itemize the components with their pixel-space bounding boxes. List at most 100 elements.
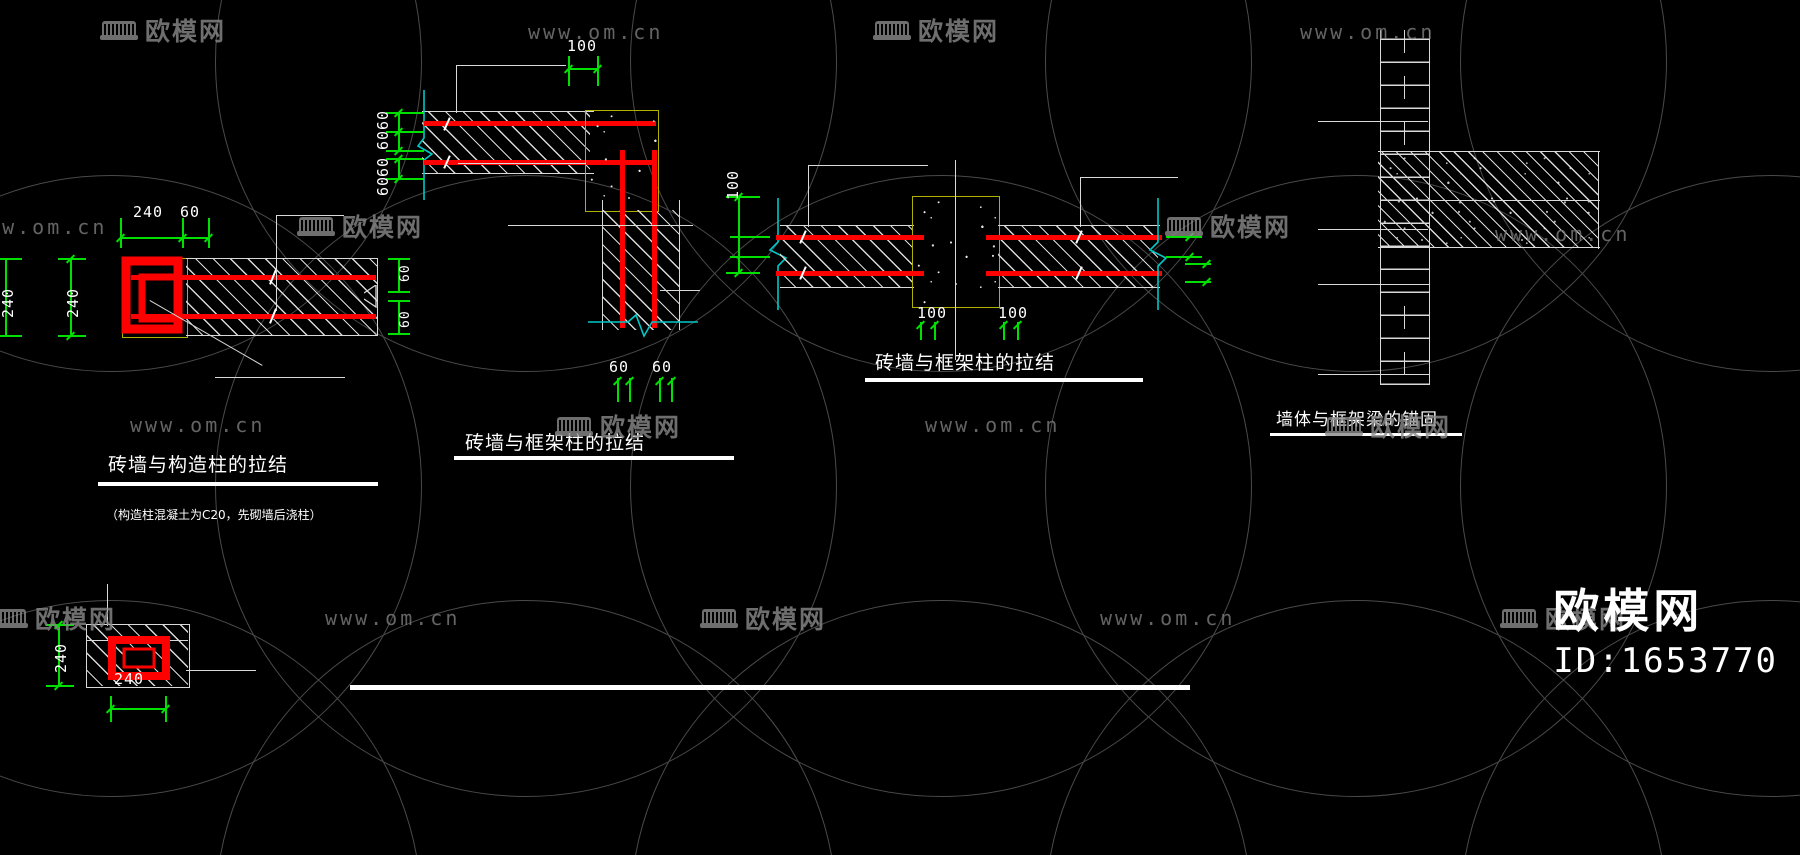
watermark-logo-text: 欧模网 bbox=[342, 213, 424, 242]
dim-line-vertical bbox=[1017, 322, 1019, 340]
leader-line bbox=[456, 65, 566, 67]
dim-line-vertical bbox=[671, 378, 673, 402]
watermark-url: www.om.cn bbox=[1100, 606, 1236, 630]
detail-3-group: 100 bbox=[710, 0, 1202, 400]
wall-bottom-edge bbox=[998, 287, 1160, 289]
tie-bar-left-lower bbox=[776, 271, 924, 276]
tie-bar-right-lower bbox=[986, 271, 1162, 276]
tie-bar-lower bbox=[424, 160, 656, 165]
brick-wall-vertical bbox=[602, 210, 680, 330]
dim-line-vertical bbox=[398, 158, 400, 178]
break-symbol bbox=[364, 285, 377, 309]
leader-line bbox=[1318, 374, 1430, 376]
brand-name: 欧模网 bbox=[1553, 584, 1704, 638]
dim-100-vertical: 100 bbox=[724, 169, 742, 200]
dim-line-horizontal bbox=[568, 68, 598, 70]
detail-1-group: 240 60 240 240 bbox=[0, 0, 420, 540]
dim-60-bottom-1: 60 bbox=[609, 358, 630, 376]
dim-line-vertical-edge bbox=[5, 258, 7, 336]
watermark-logo-text: 欧模网 bbox=[745, 605, 827, 634]
dim-line-vertical bbox=[934, 322, 936, 340]
dim-line-vertical bbox=[629, 378, 631, 402]
leader-line bbox=[215, 377, 345, 379]
leader-line bbox=[508, 225, 693, 227]
dim-ext-line bbox=[726, 272, 760, 274]
dim-60-left-3: 60 bbox=[374, 156, 392, 177]
dim-line-horizontal bbox=[120, 237, 210, 239]
dim-240-vertical: 240 bbox=[64, 287, 82, 318]
brick-joint bbox=[1404, 122, 1406, 145]
brick-joint bbox=[1404, 76, 1406, 99]
leader-line bbox=[276, 215, 278, 311]
detail-4-caption-underline bbox=[1270, 433, 1462, 437]
column-stirrup-rebar bbox=[121, 256, 183, 334]
wall-section-outline bbox=[86, 624, 190, 688]
dim-ext-line bbox=[388, 291, 410, 293]
watermark-logo: 欧模网 bbox=[1325, 408, 1451, 444]
dim-ext-line bbox=[386, 150, 424, 152]
tie-bar-left-upper bbox=[776, 235, 924, 240]
detail-2-group: 100 60 60 60 60 bbox=[374, 0, 740, 470]
wall-bottom-edge bbox=[186, 335, 378, 337]
leader-line bbox=[1318, 229, 1428, 231]
wall-bottom-edge bbox=[780, 287, 914, 289]
dim-ext-line bbox=[730, 236, 770, 238]
leader-line bbox=[276, 215, 344, 217]
leader-line bbox=[660, 290, 700, 292]
detail-1-note: （构造柱混凝土为C20，先砌墙后浇柱） bbox=[106, 508, 322, 522]
brick-joint bbox=[1404, 352, 1406, 375]
watermark-logo: 欧模网 bbox=[555, 408, 681, 444]
watermark-url: www.om.cn bbox=[0, 215, 108, 239]
dim-line-right bbox=[398, 300, 400, 334]
dim-ext-line bbox=[386, 178, 424, 180]
dim-ext-line bbox=[386, 112, 424, 114]
dim-line-vertical bbox=[659, 378, 661, 402]
detail-1-caption-underline bbox=[98, 482, 378, 486]
bench-logo-icon bbox=[0, 605, 28, 631]
watermark-url: www.om.cn bbox=[325, 606, 461, 630]
tie-bar-lower bbox=[131, 314, 376, 319]
watermark-logo: 欧模网 bbox=[0, 600, 116, 636]
dim-ext-line bbox=[388, 258, 410, 260]
brick-wall-section bbox=[186, 259, 378, 335]
leader-line bbox=[186, 670, 256, 672]
leader-line bbox=[458, 163, 586, 165]
break-line-cyan bbox=[588, 313, 698, 338]
tie-bar-upper bbox=[424, 121, 656, 126]
beam-right-edge bbox=[1598, 151, 1600, 249]
detail-5-group: 240 240 bbox=[0, 560, 300, 855]
beam-mid-line bbox=[1428, 200, 1600, 202]
dim-line-horizontal bbox=[110, 708, 166, 710]
leader-line bbox=[107, 584, 109, 626]
wall-right-edge bbox=[377, 258, 379, 336]
dim-ext-line bbox=[120, 218, 122, 248]
column-core-rebar bbox=[108, 636, 170, 680]
detail-4-group: 墙体与框架梁的锚固 bbox=[1230, 0, 1800, 450]
bottom-rule bbox=[350, 685, 1190, 690]
dim-ext-line bbox=[597, 56, 599, 86]
dim-line-vertical bbox=[1003, 322, 1005, 340]
detail-3-right-ties bbox=[1185, 255, 1225, 295]
dim-ext-line bbox=[1166, 256, 1202, 258]
detail-2-caption-underline bbox=[454, 456, 734, 460]
dim-line-vertical bbox=[58, 624, 60, 686]
watermark-logo: 欧模网 bbox=[873, 12, 999, 48]
dim-60-left-2: 60 bbox=[374, 129, 392, 150]
detail-1-caption: 砖墙与构造柱的拉结 bbox=[108, 454, 289, 476]
brick-joint bbox=[1404, 306, 1406, 329]
dim-ext-line bbox=[1185, 281, 1211, 283]
dim-line-vertical bbox=[398, 131, 400, 150]
beam-bottom-edge bbox=[1378, 247, 1600, 249]
dim-ext-line bbox=[1185, 263, 1211, 265]
dim-100-bottom-left: 100 bbox=[917, 304, 948, 322]
watermark-url: www.om.cn bbox=[925, 413, 1061, 437]
tie-bar-upper bbox=[131, 275, 376, 280]
wall-bottom-edge bbox=[422, 173, 594, 175]
detail-2-caption: 砖墙与框架柱的拉结 bbox=[465, 432, 646, 454]
dim-ext-line bbox=[182, 218, 184, 248]
dim-60-left-4: 60 bbox=[374, 175, 392, 196]
dim-line-vertical bbox=[70, 258, 72, 336]
watermark-url: www.om.cn bbox=[130, 413, 266, 437]
watermark-logo-text: 欧模网 bbox=[600, 413, 682, 442]
